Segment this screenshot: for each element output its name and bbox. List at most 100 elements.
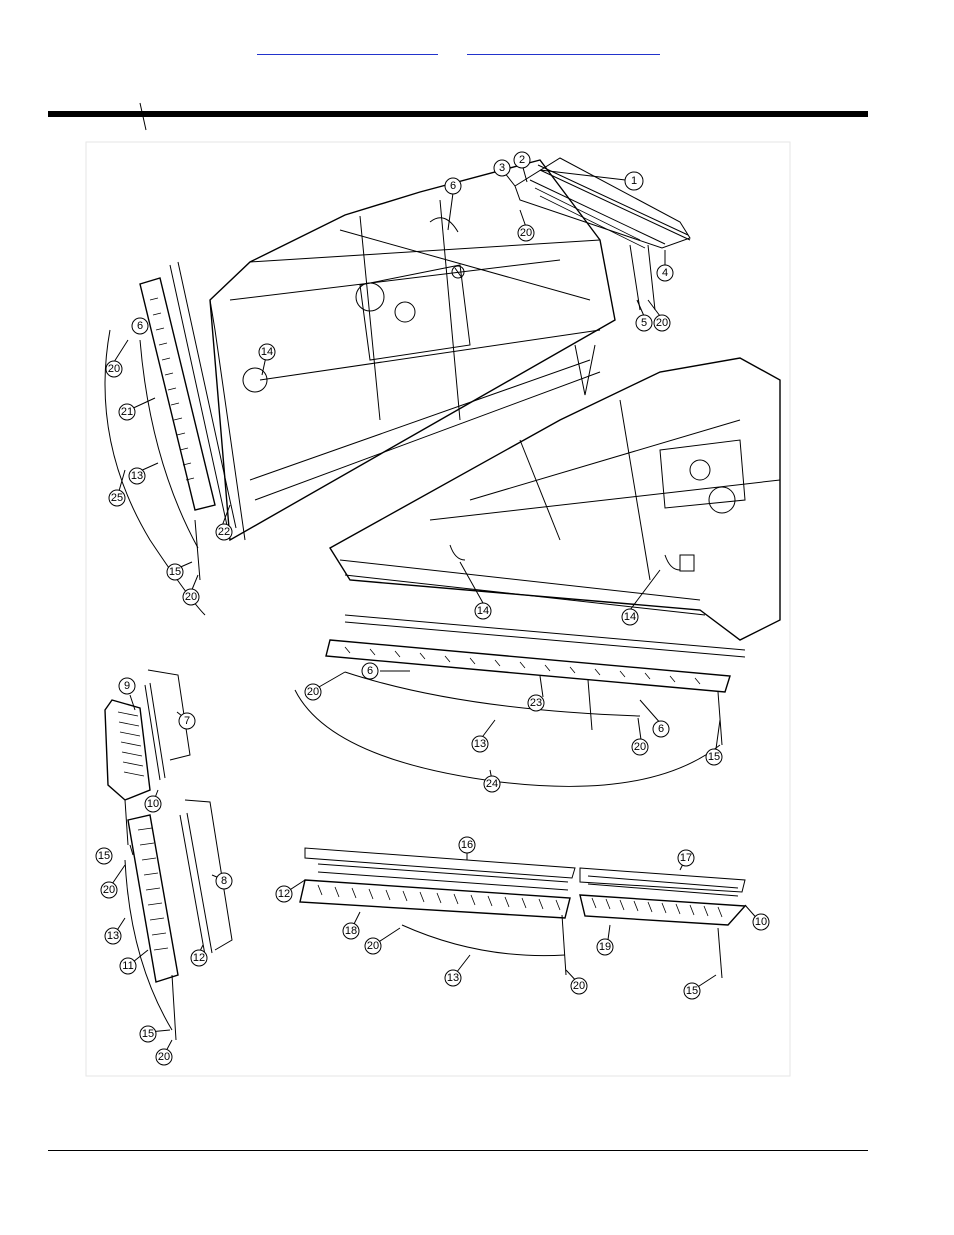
svg-text:20: 20	[573, 980, 585, 992]
callout-14a: 14	[259, 344, 275, 360]
svg-text:9: 9	[124, 680, 130, 692]
callout-20i: 20	[365, 938, 381, 954]
svg-text:19: 19	[599, 941, 611, 953]
callout-15b: 15	[706, 749, 722, 765]
callout-15d: 15	[140, 1026, 156, 1042]
callout-20h: 20	[156, 1049, 172, 1065]
svg-text:23: 23	[530, 697, 542, 709]
callout-21: 21	[119, 404, 135, 420]
svg-text:12: 12	[278, 888, 290, 900]
callout-20b: 20	[518, 225, 534, 241]
callout-15c: 15	[96, 848, 112, 864]
svg-text:3: 3	[499, 162, 505, 174]
callout-8: 8	[216, 873, 232, 889]
svg-text:13: 13	[131, 470, 143, 482]
svg-text:24: 24	[486, 778, 498, 790]
svg-text:20: 20	[185, 591, 197, 603]
svg-text:15: 15	[142, 1028, 154, 1040]
callout-1: 1	[625, 172, 643, 190]
callout-5: 5	[636, 315, 652, 331]
callout-12b: 12	[276, 886, 292, 902]
callout-9: 9	[119, 678, 135, 694]
callout-10b: 10	[753, 914, 769, 930]
left-chain-shield	[105, 262, 236, 615]
svg-text:12: 12	[193, 952, 205, 964]
callout-20c: 20	[106, 361, 122, 377]
callout-20j: 20	[571, 978, 587, 994]
callout-14c: 14	[622, 609, 638, 625]
svg-text:22: 22	[218, 526, 230, 538]
svg-text:17: 17	[680, 852, 692, 864]
front-shield-top-right	[515, 158, 690, 310]
callout-19: 19	[597, 939, 613, 955]
callout-10a: 10	[145, 796, 161, 812]
callout-13b: 13	[472, 736, 488, 752]
svg-text:21: 21	[121, 406, 133, 418]
callout-25: 25	[109, 490, 125, 506]
bottom-shields	[300, 848, 745, 978]
svg-text:15: 15	[708, 751, 720, 763]
svg-text:13: 13	[107, 930, 119, 942]
callout-17: 17	[678, 850, 694, 866]
svg-text:20: 20	[367, 940, 379, 952]
svg-text:1: 1	[631, 175, 637, 187]
callout-20a: 20	[654, 315, 670, 331]
callout-4: 4	[657, 265, 673, 281]
callout-7: 7	[179, 713, 195, 729]
svg-text:14: 14	[477, 605, 489, 617]
svg-text:18: 18	[345, 925, 357, 937]
svg-text:14: 14	[261, 346, 273, 358]
callout-6a: 6	[445, 178, 461, 194]
svg-text:10: 10	[755, 916, 767, 928]
callout-15a: 15	[167, 564, 183, 580]
svg-text:16: 16	[461, 839, 473, 851]
svg-text:7: 7	[184, 715, 190, 727]
svg-text:2: 2	[519, 154, 525, 166]
callout-20g: 20	[101, 882, 117, 898]
svg-text:6: 6	[367, 665, 373, 677]
callout-2: 2	[514, 152, 530, 168]
svg-text:20: 20	[307, 686, 319, 698]
svg-text:15: 15	[98, 850, 110, 862]
lower-deck-frame	[330, 358, 780, 640]
callout-6b: 6	[132, 318, 148, 334]
callout-23: 23	[528, 695, 544, 711]
svg-text:20: 20	[158, 1051, 170, 1063]
callout-11: 11	[120, 958, 136, 974]
svg-text:4: 4	[662, 267, 668, 279]
callout-20e: 20	[305, 684, 321, 700]
callout-22: 22	[216, 524, 232, 540]
lower-front-shield	[295, 615, 745, 786]
svg-text:6: 6	[137, 320, 143, 332]
callout-18: 18	[343, 923, 359, 939]
svg-text:11: 11	[122, 960, 133, 972]
footer-rule	[48, 1150, 868, 1151]
callout-12a: 12	[191, 950, 207, 966]
svg-text:6: 6	[658, 723, 664, 735]
svg-text:6: 6	[450, 180, 456, 192]
svg-text:20: 20	[634, 741, 646, 753]
callout-13d: 13	[445, 970, 461, 986]
left-stack-shields	[105, 670, 232, 1040]
svg-text:14: 14	[624, 611, 636, 623]
callout-15e: 15	[684, 983, 700, 999]
callout-6c: 6	[362, 663, 378, 679]
svg-text:13: 13	[474, 738, 486, 750]
callout-24: 24	[484, 776, 500, 792]
svg-text:5: 5	[641, 317, 647, 329]
svg-text:20: 20	[103, 884, 115, 896]
callout-16: 16	[459, 837, 475, 853]
svg-text:20: 20	[108, 363, 120, 375]
svg-text:20: 20	[656, 317, 668, 329]
svg-text:13: 13	[447, 972, 459, 984]
callout-20d: 20	[183, 589, 199, 605]
callout-3: 3	[494, 160, 510, 176]
svg-text:15: 15	[686, 985, 698, 997]
callout-14b: 14	[475, 603, 491, 619]
svg-text:20: 20	[520, 227, 532, 239]
svg-text:25: 25	[111, 492, 123, 504]
svg-text:15: 15	[169, 566, 181, 578]
callout-13c: 13	[105, 928, 121, 944]
callout-13a: 13	[129, 468, 145, 484]
